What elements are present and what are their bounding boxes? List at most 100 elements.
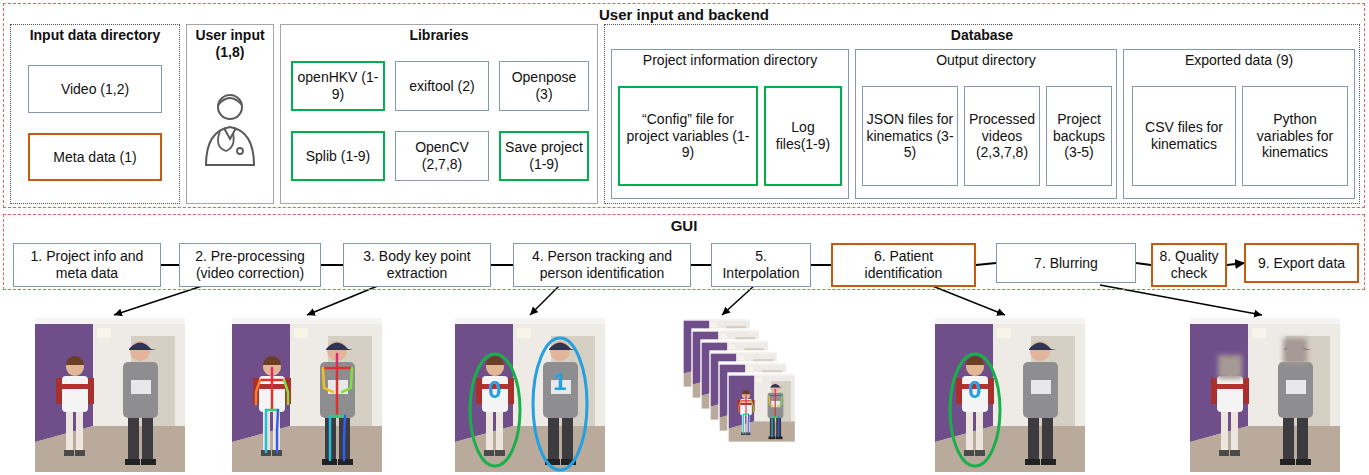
box-text: User input (1,8) [187, 25, 273, 61]
photo [232, 318, 382, 472]
folder-group: Exported data (9) CSV files for kinematic… [1123, 49, 1355, 199]
file-box: Processed videos (2,3,7,8) [964, 86, 1040, 186]
icon-body [206, 127, 254, 165]
icon-hair [218, 98, 242, 105]
file-box: JSON files for kinematics (3-5) [862, 86, 958, 186]
box-text: openHKV (1-9) [296, 69, 380, 103]
box-text: Save project (1-9) [504, 139, 584, 173]
photo [728, 373, 796, 442]
box-text: OpenCV (2,7,8) [399, 139, 485, 173]
gui-panel: GUI 1. Project info and meta data 2. Pre-p… [3, 214, 1365, 290]
box-text: Video (1,2) [32, 81, 158, 98]
box-text: 9. Export data [1249, 255, 1354, 272]
box-text: GUI [4, 215, 1364, 235]
patient-frame [935, 318, 1085, 472]
data-box: Video (1,2) [28, 65, 162, 113]
box-text: Log files(1-9) [769, 119, 837, 153]
box-text: 1. Project info and meta data [17, 248, 157, 282]
file-box: “Config” file for project variables (1-9… [618, 86, 758, 186]
track-ellipse [470, 354, 520, 466]
library-box: Save project (1-9) [499, 131, 589, 181]
box-text: User input and backend [4, 4, 1364, 24]
box-text: “Config” file for project variables (1-9… [623, 111, 753, 161]
file-box: Project backups (3-5) [1046, 86, 1112, 186]
folder-group: Project information directory “Config” fi… [611, 49, 849, 199]
icon-stethoscope [218, 131, 234, 151]
step-box: 6. Patient identification [831, 243, 976, 287]
photo [455, 318, 605, 472]
box-text: 6. Patient identification [836, 248, 971, 282]
box-text: Meta data (1) [33, 149, 157, 166]
skeleton-overlay [739, 389, 782, 437]
step-box: 9. Export data [1244, 243, 1359, 283]
interp-frame [728, 373, 796, 442]
box-text: 4. Person tracking and person identifica… [517, 248, 687, 282]
frame-edge [728, 373, 796, 442]
box-text: 3. Body key point extraction [347, 248, 487, 282]
step-box: 8. Quality check [1151, 243, 1227, 287]
step-box: 1. Project info and meta data [13, 243, 161, 287]
keypoint-frame [232, 318, 382, 472]
step-box: 4. Person tracking and person identifica… [513, 243, 691, 287]
file-box: Python variables for kinematics [1242, 86, 1348, 186]
box-text: 8. Quality check [1156, 248, 1222, 282]
user-icon [200, 87, 260, 167]
file-box: Log files(1-9) [764, 86, 842, 186]
user-box: User input (1,8) [186, 24, 274, 204]
step-connector [976, 263, 996, 265]
blurred-frame [1190, 318, 1340, 472]
track-id: 1 [553, 368, 566, 396]
folder-group: Output directoryJSON files for kinematic… [855, 49, 1117, 199]
box-text: Project backups (3-5) [1050, 111, 1108, 161]
box-text: JSON files for kinematics (3-5) [866, 111, 954, 161]
photo [1190, 318, 1340, 472]
track-id: 0 [968, 376, 981, 404]
box-text: Splib (1-9) [296, 148, 380, 165]
box-text: 2. Pre-processing (video correction) [183, 248, 317, 282]
step-box: 5. Interpolation [711, 243, 811, 287]
library-box: Splib (1-9) [291, 131, 385, 181]
library-box: openHKV (1-9) [291, 61, 385, 111]
track-id: 0 [488, 376, 501, 404]
database-group: DatabaseProject information directory “Co… [604, 24, 1360, 204]
library-box: exiftool (2) [395, 61, 489, 111]
video-frame [35, 318, 185, 472]
box-text: Database [605, 25, 1359, 44]
step-connector [691, 264, 711, 266]
step-connector [1136, 263, 1151, 265]
tracking-frame [455, 318, 605, 472]
box-text: 5. Interpolation [715, 248, 807, 282]
data-box: Meta data (1) [28, 133, 162, 181]
box-text: Processed videos (2,3,7,8) [968, 111, 1036, 161]
step-connector [1227, 263, 1244, 265]
box-text: Project information directory [612, 50, 848, 69]
box-text: Exported data (9) [1124, 50, 1354, 69]
step-connector [811, 264, 831, 266]
skeleton-overlay [256, 354, 352, 460]
face-blur [1218, 355, 1242, 379]
box-text: Libraries [281, 25, 597, 44]
photo [935, 318, 1085, 472]
box-text: CSV files for kinematics [1136, 119, 1232, 153]
box-text: Python variables for kinematics [1246, 111, 1344, 161]
library-group: Libraries openHKV (1-9) exiftool (2) Openpo… [280, 24, 598, 204]
file-box: CSV files for kinematics [1132, 86, 1236, 186]
face-blur [1283, 338, 1307, 364]
box-text: Input data directory [11, 25, 179, 44]
box-text: 7. Blurring [1000, 255, 1132, 272]
step-box: 2. Pre-processing (video correction) [179, 243, 321, 287]
box-text: Openpose (3) [503, 69, 585, 103]
icon-stethoscope [237, 148, 243, 154]
library-box: OpenCV (2,7,8) [395, 131, 489, 181]
box-text: exiftool (2) [399, 78, 485, 95]
backend-panel: User input and backendInput data directo… [3, 3, 1365, 208]
icon-head [218, 95, 242, 119]
step-connector [321, 264, 343, 266]
directory-group: Input data directoryVideo (1,2) Meta data… [10, 24, 180, 204]
library-box: Openpose (3) [499, 61, 589, 111]
track-ellipse [533, 338, 587, 470]
track-ellipse [950, 354, 1000, 466]
box-text: Output directory [856, 50, 1116, 69]
